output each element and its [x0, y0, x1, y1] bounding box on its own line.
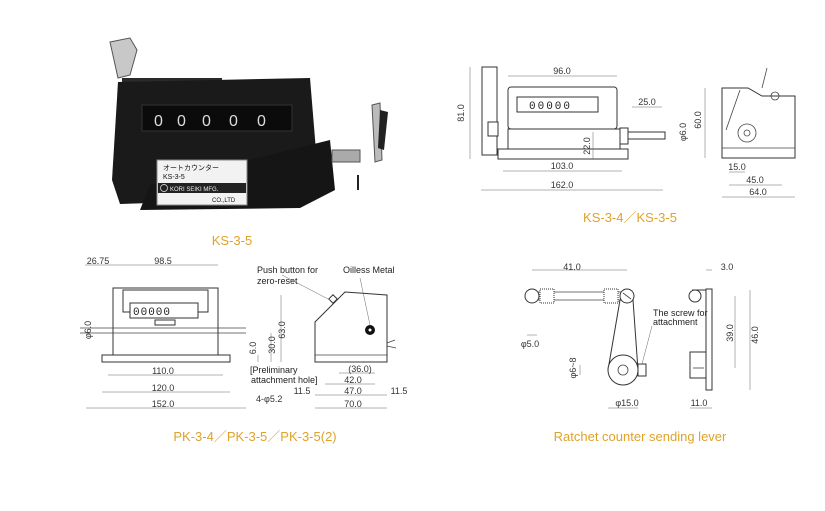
digit: 0: [257, 113, 266, 130]
counter-display: 00000: [529, 101, 572, 113]
dim-162: 162.0: [551, 180, 574, 190]
nameplate-text: オートカウンター: [163, 163, 219, 172]
digit: 0: [154, 113, 163, 130]
dim-26-75: 26.75: [87, 256, 110, 266]
dim-39: 39.0: [725, 324, 735, 342]
nameplate-model: KS-3-5: [163, 174, 185, 181]
photo-nameplate: オートカウンター KS-3-5 KORI SEIKI MFG. CO.,LTD: [156, 159, 248, 206]
dim-6-8: φ6~8: [568, 357, 578, 378]
dim-shaft-dia: φ6.0: [678, 123, 688, 141]
dim-103: 103.0: [551, 161, 574, 171]
dim-3: 3.0: [721, 262, 734, 272]
dim-30: 30.0: [267, 336, 277, 354]
counter-display: 00000: [133, 307, 171, 319]
dim-64: 64.0: [749, 187, 767, 197]
note-zero-reset: zero-reset: [257, 276, 298, 286]
dim-11-5-right: 11.5: [391, 386, 408, 396]
caption-ks-3-4-ks-3-5: KS-3-4／KS-3-5: [583, 210, 677, 225]
dim-36: (36.0): [348, 364, 372, 374]
dim-41: 41.0: [563, 262, 581, 272]
nameplate-co: CO.,LTD: [212, 198, 236, 204]
dim-shaft-dia: φ6.0: [83, 321, 93, 339]
dim-11-5-left: 11.5: [294, 386, 311, 396]
dim-63: 63.0: [277, 321, 287, 339]
dim-6: 6.0: [248, 342, 258, 355]
dim-96: 96.0: [553, 66, 571, 76]
note-oilless-metal: Oilless Metal: [343, 265, 395, 275]
dim-60: 60.0: [693, 111, 703, 129]
dim-25: 25.0: [638, 97, 656, 107]
dim-47: 47.0: [344, 386, 362, 396]
dim-70: 70.0: [344, 399, 362, 409]
dim-22: 22.0: [582, 137, 592, 155]
caption-pk: PK-3-4／PK-3-5／PK-3-5(2): [173, 429, 336, 444]
drawing-ratchet-lever: 41.0 3.0 φ5.0 φ6~8 φ15.0 11.0 39.0 46.0 …: [521, 262, 760, 409]
dim-120: 120.0: [152, 383, 175, 393]
note-preliminary: [Preliminary: [250, 365, 298, 375]
note-screw: The screw for: [653, 308, 708, 318]
photo-counter-digits: 0 0 0 0 0: [154, 113, 266, 130]
dim-46: 46.0: [750, 326, 760, 344]
dim-42: 42.0: [344, 375, 362, 385]
dim-15: φ15.0: [615, 398, 638, 408]
maker-logo-icon: [160, 184, 168, 192]
dim-45: 45.0: [746, 175, 764, 185]
product-photo-ks-3-5: 0 0 0 0 0 オートカウンター KS-3-5 KORI SEIKI MFG…: [109, 37, 388, 210]
dim-11: 11.0: [691, 398, 708, 408]
digit: 0: [202, 113, 211, 130]
dim-81: 81.0: [456, 104, 466, 122]
note-attachment: attachment: [653, 317, 698, 327]
caption-ratchet-lever: Ratchet counter sending lever: [554, 429, 727, 444]
dim-holes: 4-φ5.2: [256, 394, 282, 404]
drawing-pk-3-4-pk-3-5: 00000 26.75 98.5 63.0 30.0 6.0 110.0 120…: [80, 256, 407, 409]
note-push-button: Push button for: [257, 265, 318, 275]
digit: 0: [229, 113, 238, 130]
dim-5: φ5.0: [521, 339, 539, 349]
note-attachment-hole: attachment hole]: [251, 375, 318, 385]
drawing-ks-3-4-ks-3-5: 00000 96.0 25.0 81.0 22.0 φ6.0 103.0 162…: [456, 66, 796, 198]
dim-110: 110.0: [152, 366, 174, 376]
nameplate-maker: KORI SEIKI MFG.: [170, 187, 219, 193]
dim-15: 15.0: [728, 162, 746, 172]
dim-152: 152.0: [152, 399, 175, 409]
digit: 0: [177, 113, 186, 130]
caption-ks-3-5: KS-3-5: [212, 233, 252, 248]
dim-98-5: 98.5: [154, 256, 172, 266]
